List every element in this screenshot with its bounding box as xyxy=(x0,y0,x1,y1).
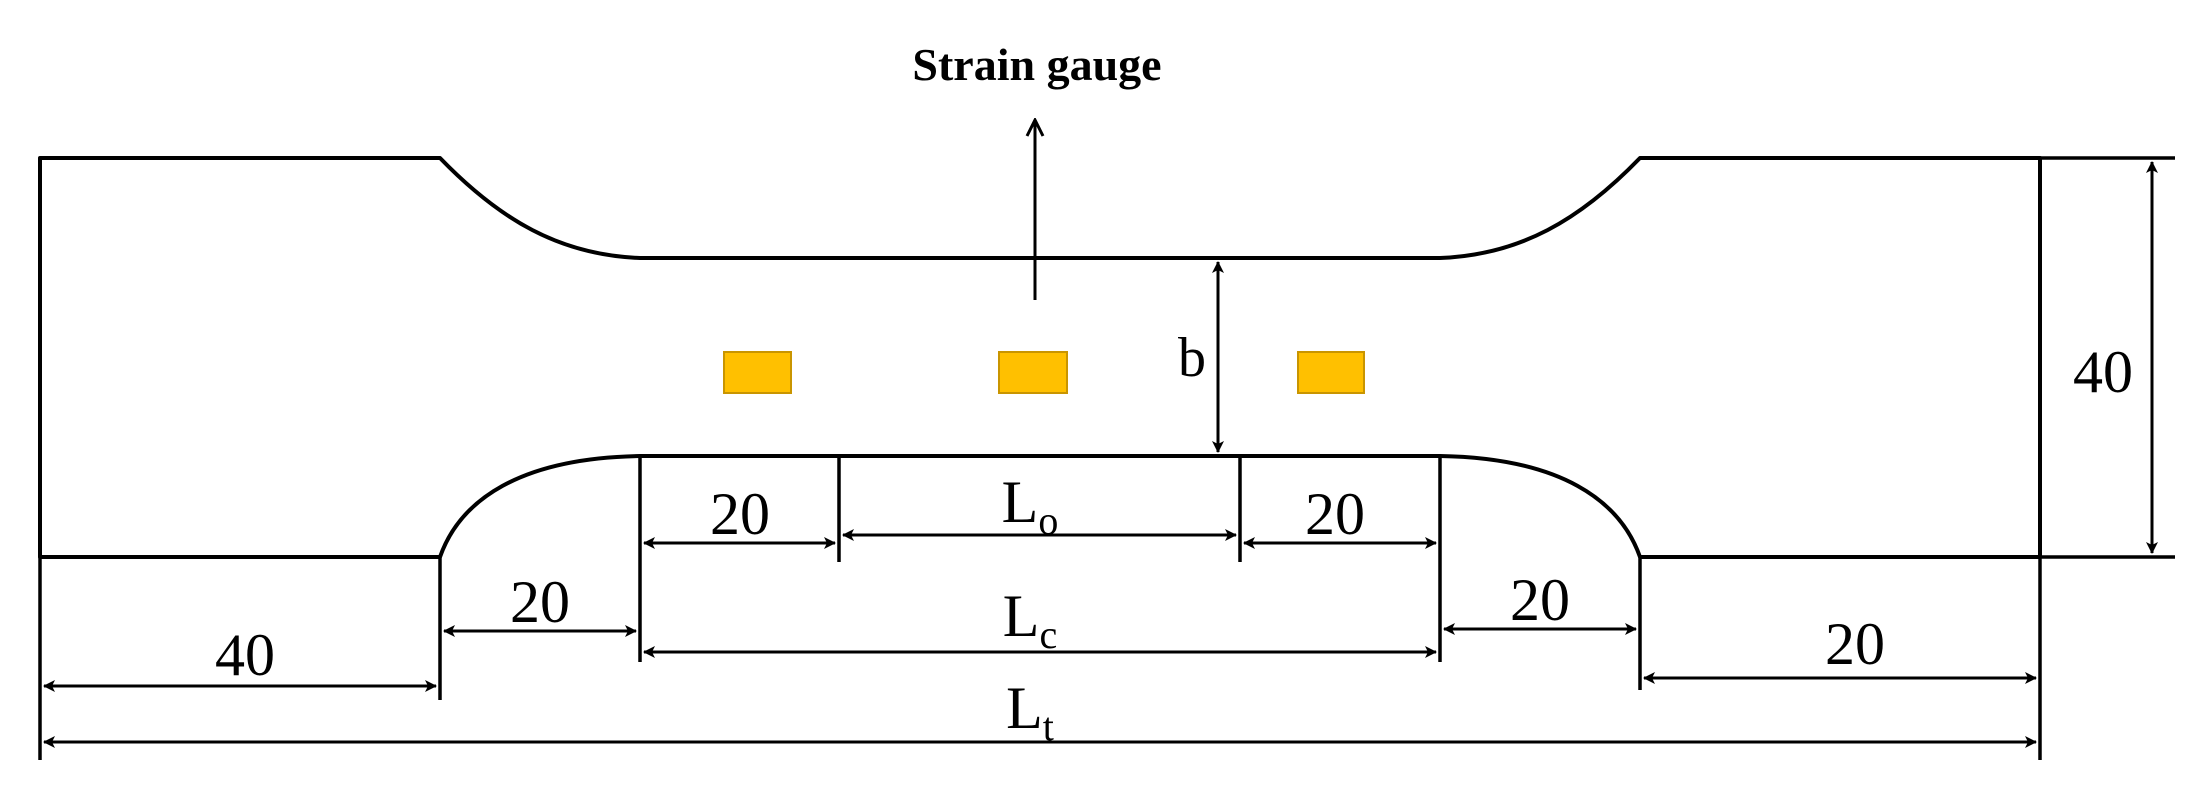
gauge-length-label: Lo xyxy=(1002,469,1059,543)
left-grip-label: 40 xyxy=(215,622,275,688)
right-transition-label: 20 xyxy=(1510,567,1570,633)
strain-gauge-left xyxy=(723,351,792,394)
right-inner-margin-label: 20 xyxy=(1305,481,1365,547)
left-inner-margin-label: 20 xyxy=(710,481,770,547)
strain-gauge-title: Strain gauge xyxy=(912,39,1161,90)
parallel-length-label: Lc xyxy=(1003,583,1057,657)
right-grip-label: 20 xyxy=(1825,611,1885,677)
height-label: 40 xyxy=(2073,339,2133,405)
left-transition-label: 20 xyxy=(510,569,570,635)
width-label: b xyxy=(1178,327,1206,389)
strain-gauge-right xyxy=(1297,351,1365,394)
strain-gauge-center xyxy=(998,351,1068,394)
total-length-label: Lt xyxy=(1006,675,1054,749)
